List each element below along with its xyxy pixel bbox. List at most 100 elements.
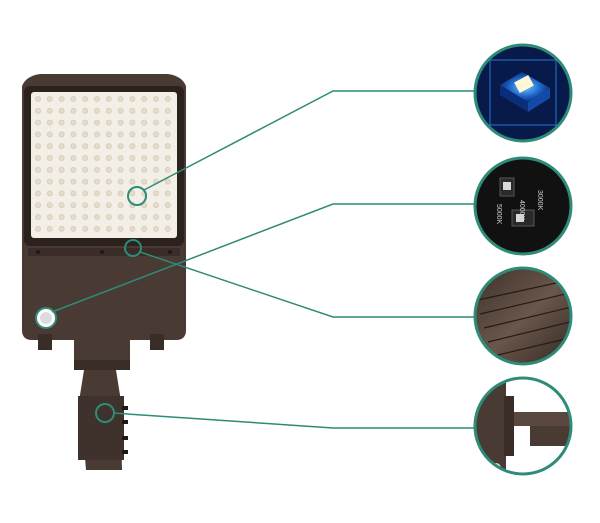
led-dot: [46, 96, 53, 102]
led-dot: [153, 202, 159, 209]
led-dot: [35, 96, 41, 102]
led-dot: [153, 155, 159, 161]
cct-label-3000k: 3000K: [536, 190, 543, 211]
led-dot: [35, 107, 41, 114]
cct-label-4000k: 4000K: [518, 200, 525, 221]
led-dot: [153, 225, 159, 232]
led-dot: [82, 119, 89, 126]
led-dot: [153, 119, 159, 126]
led-dot: [82, 107, 89, 114]
led-dot: [35, 178, 41, 185]
leader-lines: [51, 90, 476, 429]
led-dot: [105, 155, 112, 161]
led-chip-detail: [473, 43, 573, 143]
heatsink-highlight-marker: [124, 239, 142, 257]
led-dot: [117, 131, 124, 138]
led-dot: [141, 214, 148, 220]
led-dot: [35, 155, 41, 161]
led-dot: [153, 96, 159, 102]
led-dot: [117, 107, 124, 114]
led-dot: [153, 107, 159, 114]
led-dot: [70, 131, 77, 138]
cct-label-5000k: 5000K: [495, 204, 502, 225]
led-dot: [105, 131, 112, 138]
led-dot: [46, 202, 53, 209]
led-dot: [164, 143, 171, 150]
led-dot: [129, 214, 136, 220]
led-dot: [164, 166, 171, 173]
led-dot: [164, 107, 171, 114]
led-dot: [70, 143, 77, 150]
heatsink-icon: [476, 269, 570, 363]
led-dot: [164, 202, 171, 209]
led-dot: [82, 131, 89, 138]
led-dot: [94, 178, 100, 185]
led-dot: [94, 96, 100, 102]
led-dot: [58, 190, 65, 197]
led-dot: [141, 96, 148, 102]
led-dot: [94, 131, 100, 138]
led-dot: [105, 107, 112, 114]
led-dot: [94, 119, 100, 126]
led-grid: [35, 96, 171, 232]
led-dot: [35, 119, 41, 126]
led-dot: [153, 214, 159, 220]
led-dot: [58, 143, 65, 150]
led-dot: [58, 107, 65, 114]
led-dot: [105, 166, 112, 173]
led-dot: [82, 202, 89, 209]
led-dot: [117, 143, 124, 150]
led-dot: [70, 190, 77, 197]
led-array: [31, 92, 177, 238]
led-dot: [94, 143, 100, 150]
led-dot: [129, 155, 136, 161]
cct-selector-detail: 3000K 4000K 5000K: [473, 156, 573, 256]
led-dot: [58, 214, 65, 220]
led-dot: [82, 190, 89, 197]
led-dot: [35, 202, 41, 209]
led-dot: [58, 96, 65, 102]
led-dot: [70, 214, 77, 220]
led-dot: [141, 166, 148, 173]
led-dot: [105, 119, 112, 126]
led-dot: [164, 190, 171, 197]
led-dot: [105, 202, 112, 209]
led-dot: [129, 225, 136, 232]
led-dot: [129, 190, 136, 197]
led-dot: [164, 225, 171, 232]
led-dot: [117, 155, 124, 161]
led-dot: [82, 96, 89, 102]
led-dot: [94, 214, 100, 220]
led-dot: [164, 131, 171, 138]
led-dot: [141, 119, 148, 126]
led-dot: [35, 131, 41, 138]
led-dot: [82, 143, 89, 150]
luminaire-head: [22, 74, 186, 340]
led-highlight-marker: [127, 186, 147, 206]
led-dot: [46, 190, 53, 197]
led-dot: [129, 96, 136, 102]
led-dot: [164, 155, 171, 161]
led-dot: [70, 119, 77, 126]
led-dot: [35, 214, 41, 220]
led-dot: [117, 202, 124, 209]
led-dot: [141, 225, 148, 232]
led-dot: [117, 214, 124, 220]
led-dot: [82, 225, 89, 232]
led-dot: [117, 96, 124, 102]
led-dot: [105, 178, 112, 185]
led-dot: [82, 166, 89, 173]
led-dot: [94, 155, 100, 161]
led-dot: [129, 131, 136, 138]
led-dot: [164, 119, 171, 126]
led-dot: [70, 166, 77, 173]
led-dot: [105, 225, 112, 232]
led-dot: [35, 190, 41, 197]
led-dot: [58, 202, 65, 209]
led-dot: [141, 178, 148, 185]
led-dot: [105, 143, 112, 150]
led-dot: [164, 214, 171, 220]
led-dot: [46, 131, 53, 138]
led-dot: [70, 155, 77, 161]
